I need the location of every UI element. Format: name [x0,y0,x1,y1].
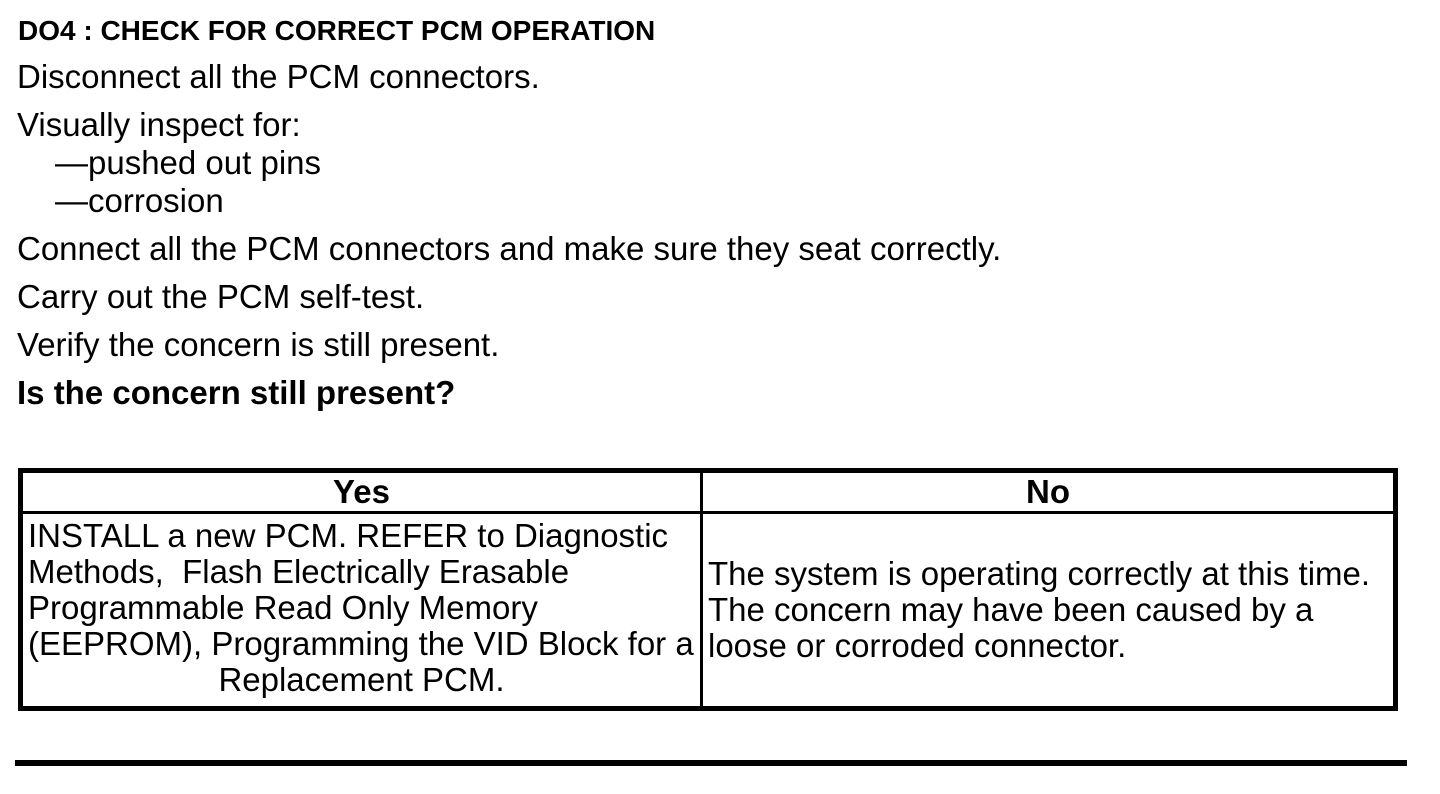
action-line: INSTALL a new PCM. REFER to Diagnostic [28,517,669,554]
dash-bullet-line: —pushed out pins [55,144,322,181]
dash-bullet-line: —corrosion [55,182,224,219]
results-table: Yes No INSTALL a new PCM. REFER to Diagn… [18,468,1398,711]
action-line: The concern may have been caused by a [708,591,1314,628]
yes-action-cell: INSTALL a new PCM. REFER to Diagnostic M… [19,511,703,710]
action-line: Replacement PCM. [218,661,505,698]
action-line: (EEPROM), Programming the VID Block for … [28,625,694,662]
action-line: Programmable Read Only Memory [28,589,538,626]
question-line: Is the concern still present? [17,374,456,411]
step-line: Carry out the PCM self-test. [17,278,425,315]
step-line: Disconnect all the PCM connectors. [17,58,540,95]
diagnostic-procedure-page: DO4 : CHECK FOR CORRECT PCM OPERATION Di… [0,16,1440,794]
no-column-header: No [700,469,1397,514]
yes-column-header: Yes [19,469,703,514]
results-table-header-row: Yes No [19,469,1397,514]
procedure-step-heading: DO4 : CHECK FOR CORRECT PCM OPERATION [18,15,656,46]
step-line: Connect all the PCM connectors and make … [17,230,1002,267]
action-line: Methods, Flash Electrically Erasable [28,553,570,590]
step-line: Verify the concern is still present. [17,326,500,363]
step-line: Visually inspect for: [17,106,301,143]
results-table-body-row: INSTALL a new PCM. REFER to Diagnostic M… [19,511,1397,710]
section-separator-rule [15,760,1407,766]
procedure-steps: Disconnect all the PCM connectors. Visua… [17,59,1440,410]
no-action-cell: The system is operating correctly at thi… [700,511,1397,710]
action-line: loose or corroded connector. [708,627,1127,664]
action-line: The system is operating correctly at thi… [708,555,1371,592]
